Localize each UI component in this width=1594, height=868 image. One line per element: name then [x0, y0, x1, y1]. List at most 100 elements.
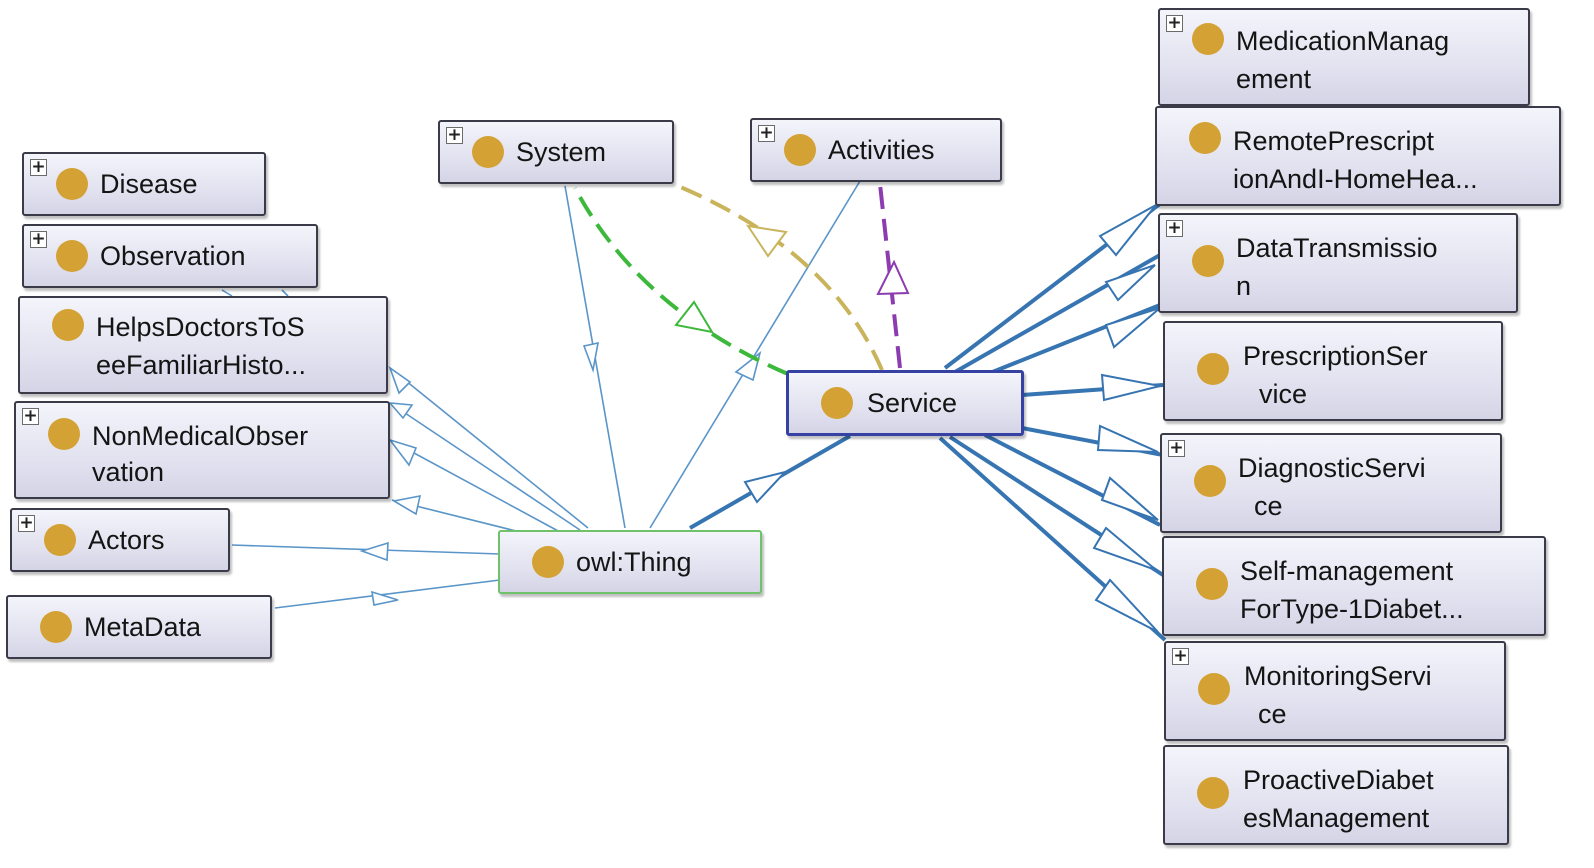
- thick-arrowheads: [743, 204, 1161, 633]
- class-node-self-management[interactable]: Self-management ForType-1Diabet...: [1162, 536, 1546, 636]
- node-label-line-1: ProactiveDiabet: [1243, 765, 1434, 795]
- expand-icon[interactable]: +: [30, 229, 47, 249]
- class-icon: [472, 136, 504, 168]
- class-icon: [1197, 777, 1229, 809]
- class-node-medication-management[interactable]: + MedicationManag ement: [1158, 8, 1530, 106]
- class-icon: [48, 418, 80, 450]
- class-icon: [52, 309, 84, 341]
- arrowhead-metadata: [371, 590, 399, 606]
- class-node-service[interactable]: Service: [786, 370, 1024, 436]
- arrowhead-nonmed-b: [387, 438, 418, 467]
- node-label-line-1: DataTransmissio: [1236, 233, 1438, 263]
- node-label-line-1: HelpsDoctorsToS: [96, 312, 305, 342]
- class-node-owl-thing[interactable]: owl:Thing: [498, 530, 762, 594]
- expand-icon[interactable]: +: [446, 125, 463, 145]
- node-label: Activities: [828, 135, 935, 165]
- node-label: Actors: [88, 525, 165, 555]
- arrowhead-prescription: [1100, 373, 1161, 402]
- node-label: owl:Thing: [576, 547, 692, 577]
- node-label: Service: [867, 388, 958, 418]
- class-node-system[interactable]: + System: [438, 120, 674, 184]
- expand-icon[interactable]: +: [1172, 646, 1189, 666]
- node-label: MetaData: [84, 612, 202, 642]
- class-node-proactive-diabetes[interactable]: ProactiveDiabet esManagement: [1163, 745, 1509, 845]
- class-node-non-medical-observation[interactable]: + NonMedicalObser vation: [14, 401, 390, 499]
- node-label-line-2: vation: [92, 457, 165, 487]
- arrowhead-helps: [388, 365, 412, 395]
- class-icon: [1196, 568, 1228, 600]
- arrowhead-medication: [1098, 204, 1157, 257]
- node-label-line-1: NonMedicalObser: [92, 421, 309, 451]
- node-label-line-2: ce: [1254, 491, 1283, 521]
- class-icon: [1192, 245, 1224, 277]
- class-icon: [1192, 23, 1224, 55]
- arrowhead-data-transmission: [1104, 307, 1161, 349]
- expand-icon[interactable]: +: [18, 513, 35, 533]
- edge-thing-to-activities: [649, 180, 861, 529]
- node-label: Observation: [100, 241, 246, 271]
- expand-icon[interactable]: +: [30, 157, 47, 177]
- edge-service-to-remote: [954, 253, 1161, 374]
- class-icon: [784, 134, 816, 166]
- class-icon: [56, 168, 88, 200]
- node-label-line-1: Self-management: [1240, 556, 1454, 586]
- node-label-line-1: DiagnosticServi: [1238, 453, 1426, 483]
- class-icon: [1194, 465, 1226, 497]
- node-label: Disease: [100, 169, 198, 199]
- class-node-disease[interactable]: + Disease: [22, 152, 266, 216]
- node-label-line-1: MedicationManag: [1236, 26, 1450, 56]
- expand-icon[interactable]: +: [758, 123, 775, 143]
- class-node-diagnostic-service[interactable]: + DiagnosticServi ce: [1160, 433, 1502, 533]
- expand-icon[interactable]: +: [1166, 218, 1183, 238]
- class-node-helps-doctors[interactable]: HelpsDoctorsToS eeFamiliarHisto...: [18, 296, 388, 394]
- class-node-actors[interactable]: + Actors: [10, 508, 230, 572]
- expand-icon[interactable]: +: [1168, 438, 1185, 458]
- class-icon: [56, 240, 88, 272]
- node-label-line-2: ce: [1258, 699, 1287, 729]
- arrowhead-monitoring: [1094, 578, 1159, 633]
- class-node-monitoring-service[interactable]: + MonitoringServi ce: [1164, 641, 1506, 741]
- arrowhead-service: [743, 470, 789, 504]
- node-label-line-2: vice: [1259, 379, 1308, 409]
- arrowhead-actors: [359, 541, 389, 562]
- edge-thing-to-non-medical-a: [389, 402, 581, 531]
- node-label-line-1: RemotePrescript: [1233, 126, 1435, 156]
- class-node-data-transmission[interactable]: + DataTransmissio n: [1158, 213, 1518, 313]
- edge-observation-stub-b: [281, 289, 289, 297]
- edge-thing-to-non-medical-b: [389, 439, 561, 533]
- class-node-metadata[interactable]: MetaData: [6, 595, 272, 659]
- node-label-line-1: MonitoringServi: [1244, 661, 1432, 691]
- edge-thing-to-helps-doctors: [389, 367, 589, 529]
- node-label-line-2: ForType-1Diabet...: [1240, 594, 1464, 624]
- edge-observation-stub-a: [221, 289, 233, 297]
- class-icon: [40, 611, 72, 643]
- node-label-line-2: n: [1236, 271, 1252, 301]
- expand-icon[interactable]: +: [22, 406, 39, 426]
- arrowhead-system: [582, 341, 600, 373]
- class-node-remote-prescription[interactable]: RemotePrescript ionAndI-HomeHea...: [1155, 106, 1561, 206]
- arrowhead-self-management: [1092, 526, 1157, 571]
- arrowhead-diagnostic: [1096, 424, 1159, 453]
- thin-subclass-edges: [221, 180, 861, 609]
- edge-service-system-olive: [677, 184, 884, 371]
- class-icon: [821, 387, 853, 419]
- edge-thing-to-metadata: [274, 579, 501, 609]
- dashed-arrowheads: [674, 224, 910, 334]
- class-icon: [44, 524, 76, 556]
- dashed-property-edges: [573, 183, 902, 376]
- class-node-activities[interactable]: + Activities: [750, 118, 1002, 182]
- class-node-observation[interactable]: + Observation: [22, 224, 318, 288]
- expand-icon[interactable]: +: [1166, 13, 1183, 33]
- class-icon: [1189, 122, 1221, 154]
- class-node-prescription-service[interactable]: PrescriptionSer vice: [1163, 321, 1503, 421]
- class-icon: [532, 546, 564, 578]
- class-icon: [1198, 673, 1230, 705]
- node-label-line-2: ionAndI-HomeHea...: [1233, 164, 1478, 194]
- class-icon: [1197, 353, 1229, 385]
- arrowhead-nonmed-c: [391, 494, 422, 516]
- node-label-line-2: esManagement: [1243, 803, 1430, 833]
- node-label-line-2: ement: [1236, 64, 1312, 94]
- arrowhead-diagnostic-b: [1100, 476, 1159, 521]
- arrowhead-nonmed-a: [388, 402, 414, 420]
